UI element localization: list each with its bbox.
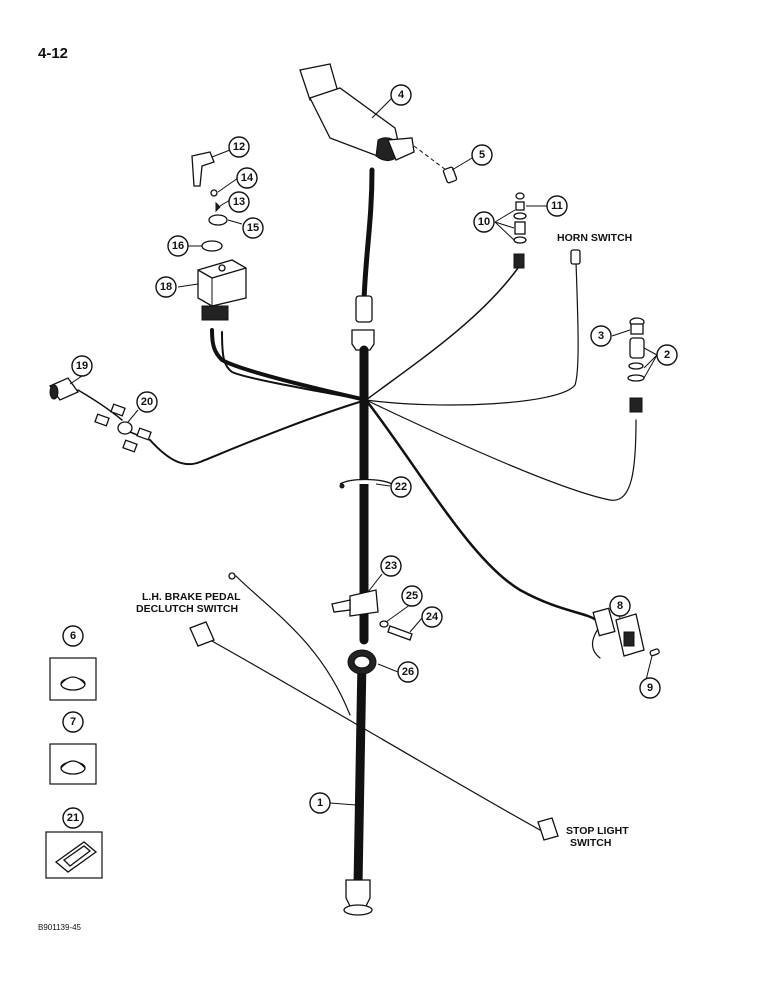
callout-20: 20 — [136, 391, 158, 413]
svg-text:16: 16 — [172, 240, 184, 252]
svg-text:3: 3 — [598, 330, 604, 342]
mounting-bracket — [191, 151, 228, 226]
svg-text:23: 23 — [385, 560, 397, 572]
left-connectors — [49, 377, 152, 453]
cover-box-21 — [45, 831, 103, 879]
page-number: 4-12 — [38, 45, 68, 62]
callout-22: 22 — [390, 476, 412, 498]
turn-signal-switch-assembly — [299, 63, 458, 184]
screw-5 — [442, 166, 458, 184]
svg-text:15: 15 — [247, 222, 259, 234]
svg-text:14: 14 — [241, 172, 254, 184]
figure-code: B901139-45 — [38, 923, 82, 932]
branch-wires — [77, 261, 637, 831]
svg-text:9: 9 — [647, 682, 653, 694]
grommet — [347, 649, 377, 675]
light-switch-stack — [627, 317, 645, 413]
horn-switch-terminal — [570, 249, 581, 265]
clamp-assembly — [331, 589, 413, 641]
callout-9: 9 — [639, 677, 661, 699]
callout-6: 6 — [62, 625, 84, 647]
svg-text:19: 19 — [76, 360, 88, 372]
svg-text:24: 24 — [426, 611, 439, 623]
callout-14: 14 — [236, 167, 258, 189]
brake-switch-connector — [189, 572, 236, 647]
callout-8: 8 — [609, 595, 631, 617]
svg-text:26: 26 — [402, 666, 414, 678]
brake-switch-label-line2: DECLUTCH SWITCH — [136, 603, 238, 615]
callout-2: 2 — [656, 344, 678, 366]
callout-19: 19 — [71, 355, 93, 377]
callout-13: 13 — [228, 191, 250, 213]
callout-4: 4 — [390, 84, 412, 106]
plug-box-6 — [49, 657, 97, 701]
callout-25: 25 — [401, 585, 423, 607]
svg-text:25: 25 — [406, 590, 418, 602]
stop-light-label-line2: SWITCH — [570, 837, 611, 849]
svg-text:5: 5 — [479, 149, 485, 161]
main-harness-trunk — [343, 167, 375, 916]
cable-tie — [339, 478, 393, 485]
svg-text:22: 22 — [395, 481, 407, 493]
horn-switch-label: HORN SWITCH — [557, 232, 632, 244]
plug-box-7 — [49, 743, 97, 785]
connector-stack — [513, 192, 527, 269]
brake-switch-label-line1: L.H. BRAKE PEDAL — [142, 591, 241, 603]
callout-11: 11 — [546, 195, 568, 217]
svg-text:4: 4 — [398, 89, 405, 101]
harness-plug — [351, 329, 375, 351]
svg-text:13: 13 — [233, 196, 245, 208]
svg-text:6: 6 — [70, 630, 76, 642]
callout-26: 26 — [397, 661, 419, 683]
callout-1: 1 — [309, 792, 331, 814]
callout-24: 24 — [421, 606, 443, 628]
callout-15: 15 — [242, 217, 264, 239]
svg-text:12: 12 — [233, 141, 245, 153]
svg-text:21: 21 — [67, 812, 79, 824]
svg-text:10: 10 — [478, 216, 490, 228]
svg-text:2: 2 — [664, 349, 670, 361]
callout-23: 23 — [380, 555, 402, 577]
svg-text:11: 11 — [551, 200, 563, 212]
callout-10: 10 — [473, 211, 495, 233]
svg-text:20: 20 — [141, 396, 153, 408]
svg-text:18: 18 — [160, 281, 172, 293]
svg-text:8: 8 — [617, 600, 623, 612]
relay-box — [197, 240, 247, 321]
callout-18: 18 — [155, 276, 177, 298]
svg-text:1: 1 — [317, 797, 323, 809]
svg-text:7: 7 — [70, 716, 76, 728]
callout-12: 12 — [228, 136, 250, 158]
callout-3: 3 — [590, 325, 612, 347]
callout-5: 5 — [471, 144, 493, 166]
harness-connector-upper — [355, 295, 373, 323]
callout-7: 7 — [62, 711, 84, 733]
harness-end-connector — [345, 879, 371, 907]
stop-light-connector — [537, 817, 559, 841]
stop-light-label-line1: STOP LIGHT — [566, 825, 629, 837]
rocker-switch — [592, 607, 660, 657]
callout-16: 16 — [167, 235, 189, 257]
callout-21: 21 — [62, 807, 84, 829]
